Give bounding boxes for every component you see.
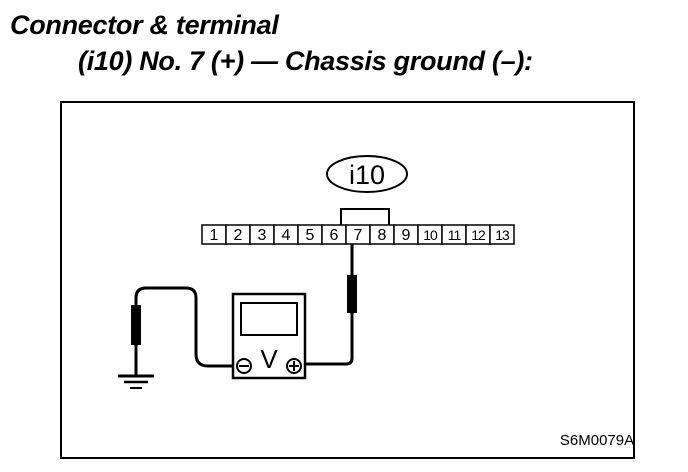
pin-label: 9 [402, 227, 411, 244]
pin-label: 10 [423, 227, 438, 243]
pin-label: 8 [378, 227, 387, 244]
pin-label: 7 [354, 227, 363, 244]
voltmeter-display [240, 302, 298, 336]
diagram-frame [60, 101, 635, 459]
pin-label: 6 [330, 227, 339, 244]
pin-label: 5 [306, 227, 315, 244]
connector-label-ellipse [326, 155, 408, 193]
figure-code: S6M0079A [560, 432, 634, 449]
pin-label: 2 [234, 227, 243, 244]
heading-line-1: Connector & terminal [10, 10, 279, 40]
connector-label: i10 [349, 160, 385, 190]
pin-cell [489, 224, 515, 245]
pin-label: 13 [495, 227, 510, 243]
negative-lead-wire [134, 286, 233, 368]
voltmeter: V [231, 292, 307, 380]
negative-probe [131, 305, 141, 345]
chassis-ground-icon [118, 374, 154, 389]
pin-label: 11 [448, 227, 462, 243]
terminal-bracket [340, 208, 390, 225]
pin-label: 4 [282, 227, 291, 244]
heading-line-2: (i10) No. 7 (+) — Chassis ground (–): [78, 46, 533, 76]
positive-probe [347, 275, 357, 313]
positive-lead-wire-lower [305, 313, 354, 366]
voltmeter-symbol: V [260, 344, 278, 374]
pin-label: 3 [258, 227, 267, 244]
pin-label: 1 [210, 227, 219, 244]
pin-label: 12 [471, 227, 486, 243]
